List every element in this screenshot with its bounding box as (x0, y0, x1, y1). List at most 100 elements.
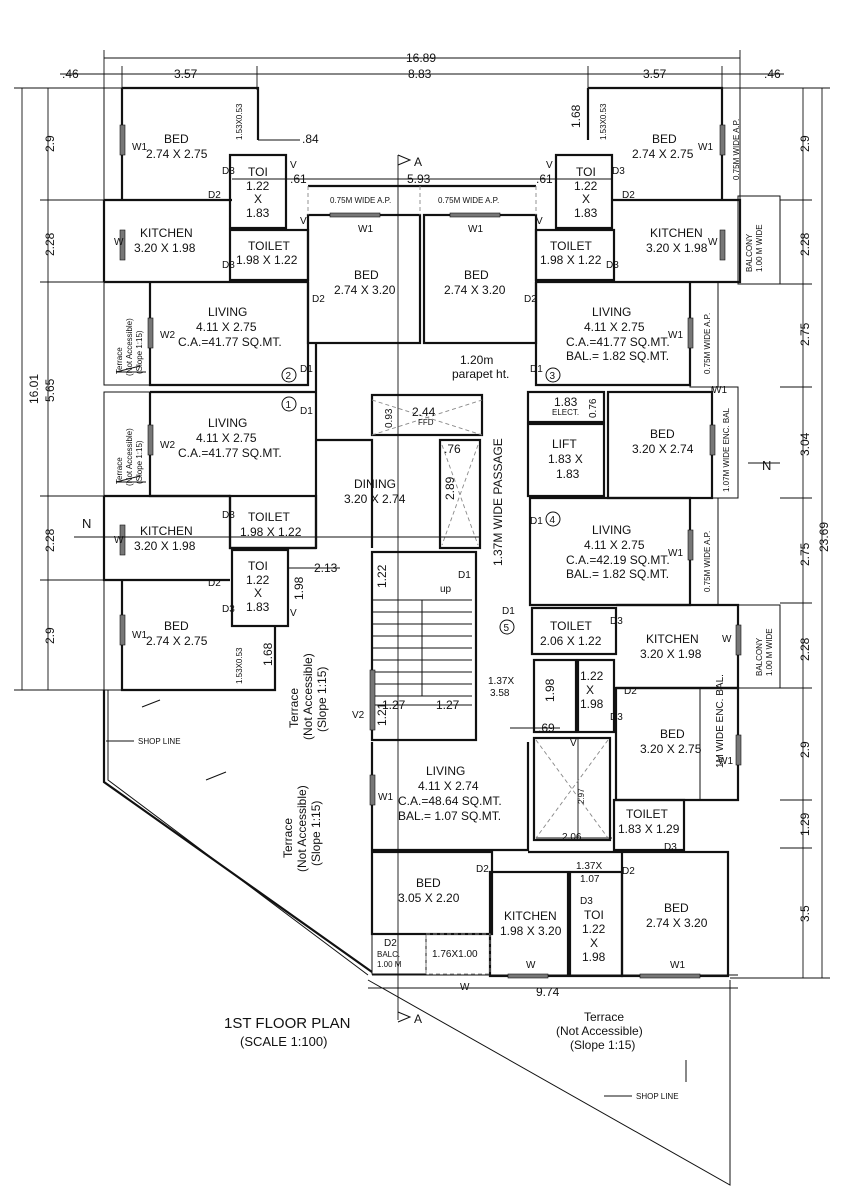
room-area: C.A.=48.64 SQ.MT. (398, 794, 502, 808)
door-tag: D1 (530, 516, 543, 527)
terrace-label: (Slope 1:15) (315, 667, 329, 732)
dim-text: 2.28 (43, 232, 57, 256)
room-size: 1.22 (246, 573, 270, 587)
dim-text: 1.53X0.53 (235, 103, 244, 140)
door-tag: D1 (300, 406, 313, 417)
plan-title: 1ST FLOOR PLAN (224, 1015, 350, 1032)
dim-text: .76 (444, 442, 461, 456)
dim-text: 1.37X (576, 861, 602, 872)
dim-text: 2.28 (798, 637, 812, 661)
room-size: 3.20 X 1.98 (134, 241, 196, 255)
room-size: 2.74 X 2.75 (632, 147, 694, 161)
dim-text: 1.27 (436, 698, 460, 712)
room-size: 2.06 X 1.22 (540, 634, 602, 648)
section-label-bottom: A (414, 1012, 422, 1026)
window-tag: W1 (378, 792, 393, 803)
right-dim-text: 2.9 2.28 2.75 3.04 2.75 2.28 2.9 1.29 3.… (798, 135, 831, 922)
window-tag: W1 (468, 224, 483, 235)
door-tag: D3 (610, 616, 623, 627)
flat-number-markers: 1 2 3 4 5 (281, 367, 561, 635)
room-size: 3.20 X 1.98 (646, 241, 708, 255)
window-tag: W1 (718, 756, 733, 767)
enclosed-balcony-label: 1.07M WIDE ENC. BAL (722, 407, 731, 492)
flat-number: 1 (286, 400, 292, 411)
vent-tag: V (570, 738, 577, 749)
room-name: TOI (584, 908, 604, 922)
passage-label: 1.37M WIDE PASSAGE (491, 438, 505, 566)
dim-text: .46 (62, 67, 79, 81)
room-size: 4.11 X 2.75 (584, 320, 645, 334)
terrace-label: Terrace (115, 457, 124, 484)
dim-text: 23.69 (817, 522, 831, 552)
terrace-label: (Slope 1:15) (135, 440, 144, 484)
room-size: 1.83 (246, 600, 270, 614)
room-size: 2.74 X 3.20 (646, 916, 708, 930)
room-balcony: BAL.= 1.82 SQ.MT. (566, 567, 669, 581)
room-size: 4.11 X 2.75 (584, 538, 645, 552)
dim-text: 1.53X0.53 (235, 647, 244, 684)
vent-tag: V (546, 160, 553, 171)
door-tag: D3 (580, 896, 593, 907)
north-marker-left: N (74, 516, 480, 538)
terrace-label: (Slope 1:15) (135, 330, 144, 374)
room-name: 1.22 (580, 669, 604, 683)
room-size: X (254, 192, 262, 206)
dim-text: 2.44 (412, 405, 436, 419)
room-size: 4.11 X 2.75 (196, 431, 257, 445)
dim-text: 2.28 (43, 528, 57, 552)
room-size: 1.98 (582, 950, 606, 964)
room-name: TOI (576, 165, 596, 179)
vent-tag: V (536, 216, 543, 227)
room-name: BED (164, 132, 189, 146)
door-tag: D2 (384, 938, 397, 949)
room-size: 4.11 X 2.75 (196, 320, 257, 334)
dim-text: 2.06 (562, 832, 582, 843)
access-path-label: 0.75M WIDE A.P. (732, 119, 741, 180)
terrace-label: (Not Accessible) (125, 428, 134, 486)
window-tag: W1 (670, 960, 685, 971)
room-name: BED (464, 268, 489, 282)
window-tag: W1 (358, 224, 373, 235)
dim-text: .61 (290, 172, 307, 186)
room-name: LIVING (208, 305, 247, 319)
dim-text: 2.75 (798, 542, 812, 566)
terrace-label: (Slope 1:15) (570, 1038, 635, 1052)
room-size: 1.83 X 1.29 (618, 822, 680, 836)
room-name: LIVING (426, 764, 465, 778)
dim-text: 16.89 (406, 51, 436, 65)
vent-tag: V (300, 216, 307, 227)
room-area: C.A.=41.77 SQ.MT. (178, 446, 282, 460)
dim-text: 2.89 (443, 476, 457, 500)
room-name: TOI (248, 165, 268, 179)
dim-text: 0.76 (588, 398, 599, 418)
room-size: 1.98 X 1.22 (240, 525, 302, 539)
door-tag: D3 (222, 510, 235, 521)
shop-line-label: SHOP LINE (636, 1092, 679, 1101)
window-tag: W1 (668, 548, 683, 559)
north-label-right: N (762, 458, 771, 473)
room-name: TOILET (626, 807, 668, 821)
room-size: 4.11 X 2.74 (418, 779, 479, 793)
terrace-label: Terrace (287, 688, 301, 728)
plan-scale: (SCALE 1:100) (240, 1034, 327, 1049)
window-tag: W1 (132, 630, 147, 641)
door-tag: D2 (622, 866, 635, 877)
window-tag: W (460, 982, 470, 993)
access-path-label: 0.75M WIDE A.P. (703, 313, 712, 374)
dim-text: 3.04 (798, 432, 812, 456)
room-name: TOILET (550, 239, 592, 253)
room-size: 2.74 X 2.75 (146, 634, 208, 648)
room-size: 3.20 X 2.74 (344, 492, 406, 506)
room-area: C.A.=41.77 SQ.MT. (178, 335, 282, 349)
dim-text: 1.98 (543, 678, 557, 702)
dim-text: 5.65 (43, 378, 57, 402)
room-name: BED (652, 132, 677, 146)
door-tag: D1 (502, 606, 515, 617)
vent-tag: V (290, 608, 297, 619)
dim-text: .46 (764, 67, 781, 81)
flat-number: 4 (550, 515, 556, 526)
room-size: 1.83 (246, 206, 270, 220)
terrace-label: Terrace (584, 1010, 624, 1024)
dim-text: 3.5 (798, 905, 812, 922)
dim-text: 2.13 (314, 561, 338, 575)
